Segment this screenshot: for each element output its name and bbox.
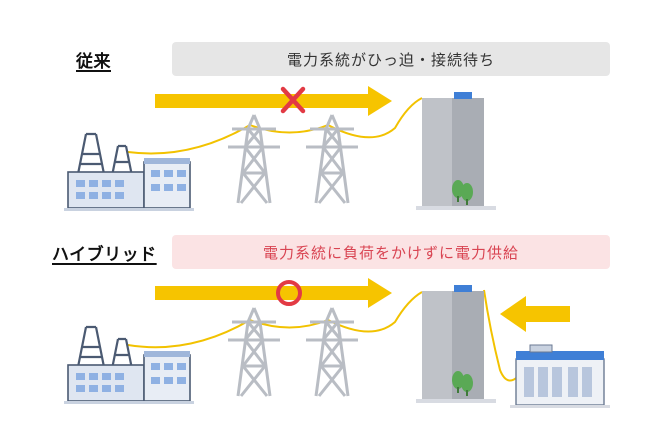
section-label-conventional: 従来 <box>76 52 111 72</box>
banner-hybrid: 電力系統に負荷をかけずに電力供給 <box>172 235 610 269</box>
power-plant-icon <box>62 325 196 406</box>
power-plant-icon <box>62 132 196 213</box>
transmission-tower-icon <box>226 113 282 205</box>
power-line-battery <box>483 289 523 382</box>
section-label-hybrid: ハイブリッド <box>52 245 157 265</box>
cross-mark-icon <box>280 86 306 114</box>
circle-mark-icon <box>276 280 302 306</box>
battery-facility-icon <box>510 344 610 408</box>
transmission-tower-icon <box>226 306 282 398</box>
power-line-hybrid <box>127 291 423 349</box>
transmission-tower-icon <box>304 306 360 398</box>
transmission-tower-icon <box>304 113 360 205</box>
flow-arrow-conventional <box>155 86 392 116</box>
banner-conventional: 電力系統がひっ迫・接続待ち <box>172 42 610 76</box>
flow-arrow-battery <box>500 296 570 332</box>
flow-arrow-hybrid <box>155 278 392 308</box>
